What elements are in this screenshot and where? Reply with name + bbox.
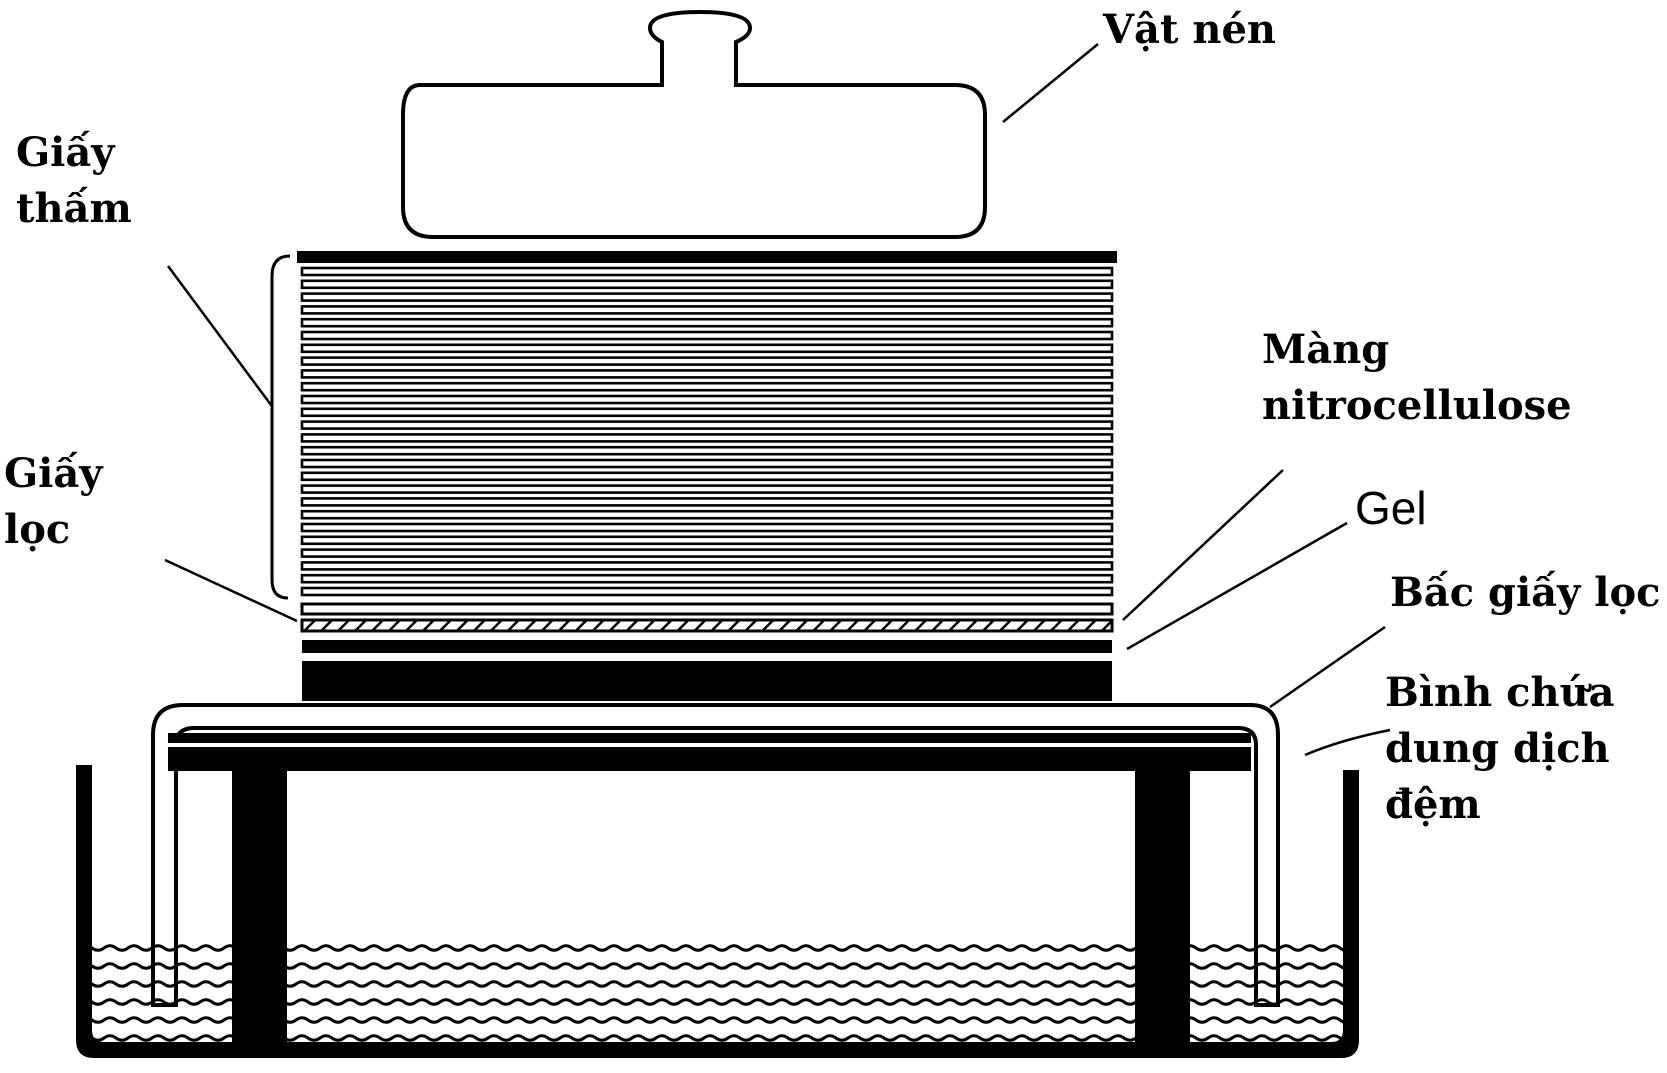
leader-wick bbox=[1269, 625, 1386, 709]
buffer-wave bbox=[79, 1016, 1359, 1024]
paper-towel-sheet bbox=[300, 548, 1114, 558]
paper-towel-sheet bbox=[300, 317, 1114, 328]
paper-towel-sheet bbox=[300, 394, 1114, 405]
paper-towel-sheet bbox=[300, 458, 1114, 469]
buffer-wave bbox=[79, 1034, 1359, 1042]
label-weight: Vật nén bbox=[1103, 6, 1276, 53]
buffer-wave bbox=[79, 962, 1359, 970]
paper-towel-sheet bbox=[300, 497, 1114, 507]
label-reservoir-line2: dung dịch bbox=[1385, 725, 1610, 772]
paper-towel-sheet bbox=[300, 305, 1114, 315]
leader-reservoir bbox=[1304, 728, 1391, 757]
leader-weight bbox=[1002, 43, 1099, 123]
paper-towel-sheet bbox=[300, 573, 1114, 584]
support-platform bbox=[168, 733, 1251, 771]
paper-towel-sheet bbox=[300, 445, 1114, 456]
paper-towel-sheet bbox=[300, 561, 1114, 571]
paper-towel-sheet bbox=[300, 471, 1114, 482]
label-filter-paper-line1: Giấy bbox=[4, 450, 103, 497]
leader-membrane bbox=[1122, 469, 1284, 621]
paper-towel-sheet bbox=[300, 407, 1114, 418]
membrane-layer bbox=[300, 618, 1114, 633]
leader-filter-paper bbox=[164, 558, 298, 623]
gel-block bbox=[302, 661, 1112, 701]
paper-towel-sheet bbox=[300, 369, 1114, 379]
label-gel: Gel bbox=[1355, 482, 1427, 534]
label-filter-paper-line2: lọc bbox=[4, 506, 71, 553]
paper-towel-sheet bbox=[300, 535, 1114, 546]
wick bbox=[151, 703, 1280, 1007]
buffer-wave bbox=[79, 944, 1359, 952]
paper-towel-sheet bbox=[300, 266, 1114, 277]
label-membrane-line2: nitrocellulose bbox=[1262, 382, 1572, 429]
buffer-wave bbox=[79, 998, 1359, 1006]
paper-towel-sheet bbox=[300, 484, 1114, 494]
paper-towel-sheet bbox=[300, 343, 1114, 354]
towel-bracket bbox=[270, 254, 291, 600]
label-paper-towels-line2: thấm bbox=[16, 185, 132, 232]
label-reservoir-line1: Bình chứa bbox=[1385, 669, 1615, 716]
buffer-solution bbox=[79, 944, 1359, 1042]
label-paper-towels-line1: Giấy bbox=[16, 129, 115, 176]
top-plate bbox=[297, 251, 1117, 263]
label-reservoir-line3: đệm bbox=[1385, 781, 1481, 828]
paper-towel-sheet bbox=[300, 381, 1114, 392]
filter-paper-lower bbox=[302, 640, 1112, 653]
leader-paper-towels bbox=[166, 265, 273, 406]
paper-towel-stack bbox=[300, 266, 1114, 597]
buffer-wave bbox=[79, 980, 1359, 988]
paper-towel-sheet bbox=[300, 292, 1114, 302]
label-membrane-line1: Màng bbox=[1262, 326, 1390, 373]
leader-gel bbox=[1126, 521, 1348, 651]
paper-towel-sheet bbox=[300, 509, 1114, 520]
weight bbox=[401, 9, 987, 239]
paper-towel-sheet bbox=[300, 356, 1114, 366]
filter-paper-layer bbox=[300, 602, 1114, 616]
paper-towel-sheet bbox=[300, 433, 1114, 443]
paper-towel-sheet bbox=[300, 330, 1114, 341]
paper-towel-sheet bbox=[300, 279, 1114, 290]
paper-towel-sheet bbox=[300, 586, 1114, 597]
label-wick: Bấc giấy lọc bbox=[1390, 569, 1661, 616]
paper-towel-sheet bbox=[300, 420, 1114, 430]
paper-towel-sheet bbox=[300, 522, 1114, 533]
